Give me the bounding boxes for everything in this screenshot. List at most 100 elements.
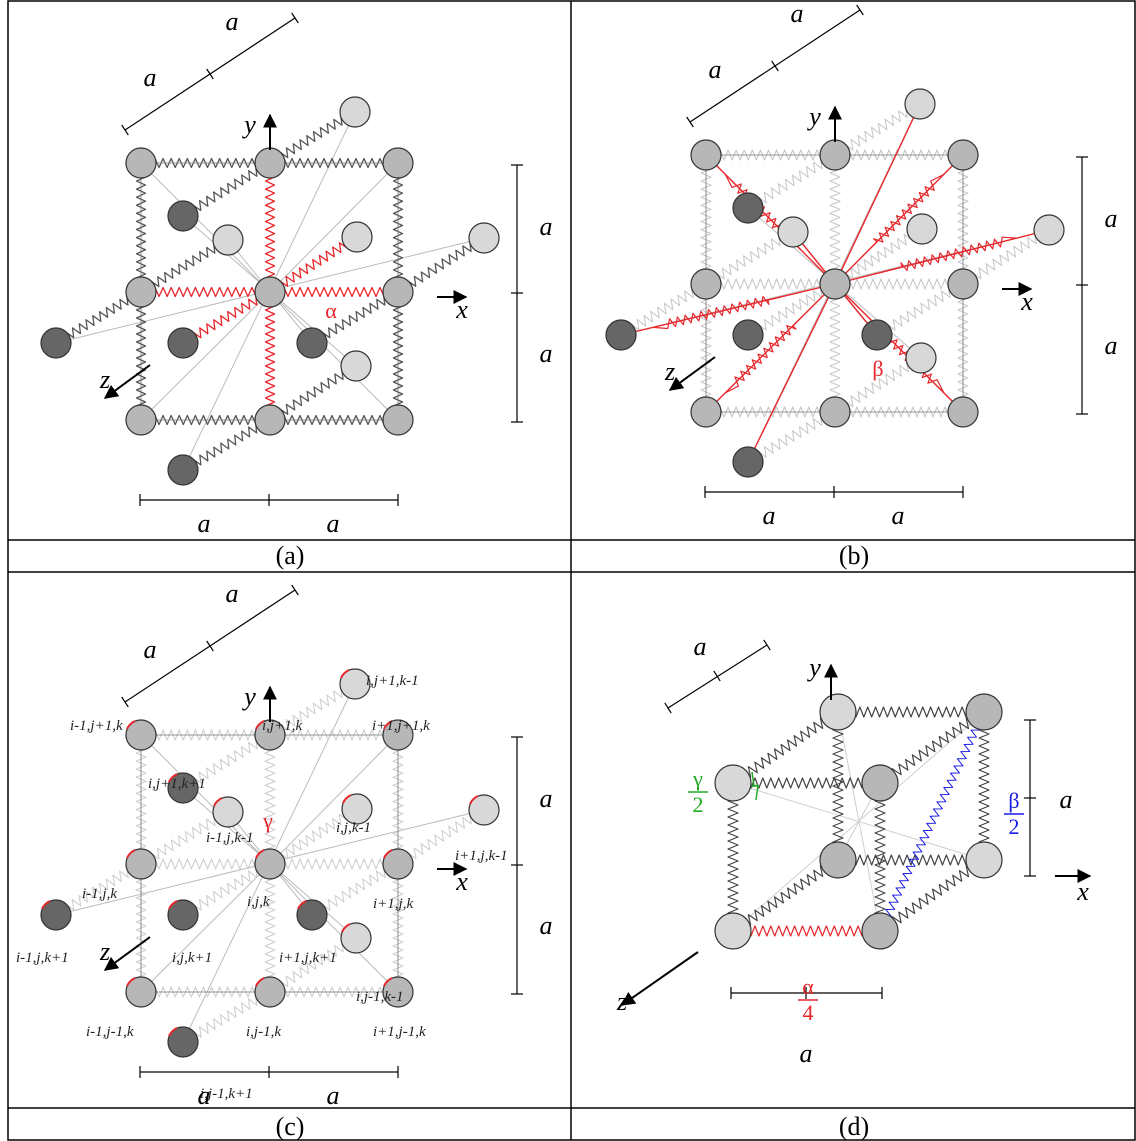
spring [270, 729, 399, 741]
node-front [732, 319, 764, 351]
spring [141, 729, 271, 741]
spring [747, 154, 836, 209]
node-middle [125, 848, 157, 880]
spring [270, 986, 399, 998]
node-middle [254, 404, 286, 436]
beta-line [620, 283, 836, 336]
beta-frac-num: β [1008, 788, 1019, 813]
beta-line [747, 283, 836, 463]
spring [264, 735, 276, 865]
dim-d-top: a [694, 632, 707, 661]
node-front [296, 899, 328, 931]
node-middle [125, 147, 157, 179]
spring [269, 683, 356, 736]
cube-node [714, 764, 752, 802]
angle-arc [342, 794, 352, 804]
spring [834, 357, 922, 413]
axis-a-x: x [455, 295, 468, 324]
spring [706, 278, 836, 290]
gamma-frac-num: γ [692, 766, 703, 791]
dim-a-top1: a [226, 7, 239, 36]
node-middle [254, 976, 286, 1008]
node-middle [690, 268, 722, 300]
caption-a: (a) [276, 541, 305, 570]
alpha-frac-den: 4 [803, 1000, 814, 1025]
spring [706, 149, 836, 161]
spring [182, 291, 271, 344]
node-middle [819, 139, 851, 171]
angle-arc [297, 900, 307, 910]
node-back [339, 96, 371, 128]
dim-b-right1: a [1105, 204, 1118, 233]
axis-c-z: z [99, 937, 110, 966]
spring [700, 284, 712, 413]
dim-d-bottom: a [800, 1039, 813, 1068]
spring [700, 155, 712, 285]
caption-c: (c) [276, 1112, 305, 1141]
spring [55, 291, 142, 344]
angle-arc [213, 797, 223, 807]
node-label: i+1,j,k+1 [279, 950, 337, 966]
axis-b-y: y [806, 102, 821, 131]
dim-a-top2: a [144, 63, 157, 92]
axis-b-x: x [1020, 287, 1033, 316]
dim-bar-top-tick [664, 702, 672, 714]
spring [829, 284, 841, 413]
angle-arc [126, 977, 136, 987]
dim-bar-top-tick [763, 639, 771, 651]
dim-bar-top-tick [686, 116, 694, 128]
axis-arrow-z [103, 936, 151, 971]
param-b-beta: β [872, 356, 883, 381]
node-middle [819, 396, 851, 428]
node-label: i,j-1,k [246, 1024, 281, 1040]
spring [392, 735, 404, 865]
dim-bar-top-tick [291, 584, 299, 596]
node-middle [382, 848, 414, 880]
spring [182, 863, 271, 916]
spring [732, 859, 839, 932]
diagonal-line [269, 863, 399, 993]
angle-arc [383, 720, 393, 730]
dim-bar-top-tick [771, 60, 779, 72]
spring [55, 863, 142, 916]
node-front [167, 899, 199, 931]
spring [269, 365, 357, 421]
beta-spring [888, 236, 1017, 272]
spring [392, 163, 404, 293]
axis-c-x: x [455, 867, 468, 896]
cube-node [861, 764, 899, 802]
spring [141, 414, 271, 426]
node-front [861, 319, 893, 351]
spring [876, 283, 964, 336]
spring [392, 864, 404, 993]
node-middle [382, 719, 414, 751]
spring [829, 155, 841, 285]
node-front [167, 1026, 199, 1058]
node-middle [125, 404, 157, 436]
node-middle [382, 976, 414, 1008]
angle-arc [255, 977, 265, 987]
spring [832, 712, 844, 861]
spring [269, 937, 357, 993]
node-back [340, 922, 372, 954]
node-middle [382, 147, 414, 179]
node-label: i+1,j,k-1 [455, 848, 508, 864]
dim-b-right2: a [1105, 331, 1118, 360]
beta-spring [879, 711, 985, 932]
beta-frac-den: 2 [1009, 814, 1020, 839]
spring [727, 783, 739, 932]
dim-bar-top-tick [856, 4, 864, 16]
spring [270, 286, 399, 298]
node-front [167, 200, 199, 232]
dim-bar-top-tick [206, 640, 214, 652]
node-label: i,j,k-1 [336, 820, 371, 836]
angle-arc [168, 773, 178, 783]
gamma-frac-den: 2 [693, 792, 704, 817]
node-front [732, 192, 764, 224]
caption-d: (d) [839, 1112, 869, 1141]
spring [732, 711, 839, 784]
node-back [904, 88, 936, 120]
node-back [906, 213, 938, 245]
axis-arrow-z [620, 951, 699, 1006]
spring [311, 863, 399, 916]
